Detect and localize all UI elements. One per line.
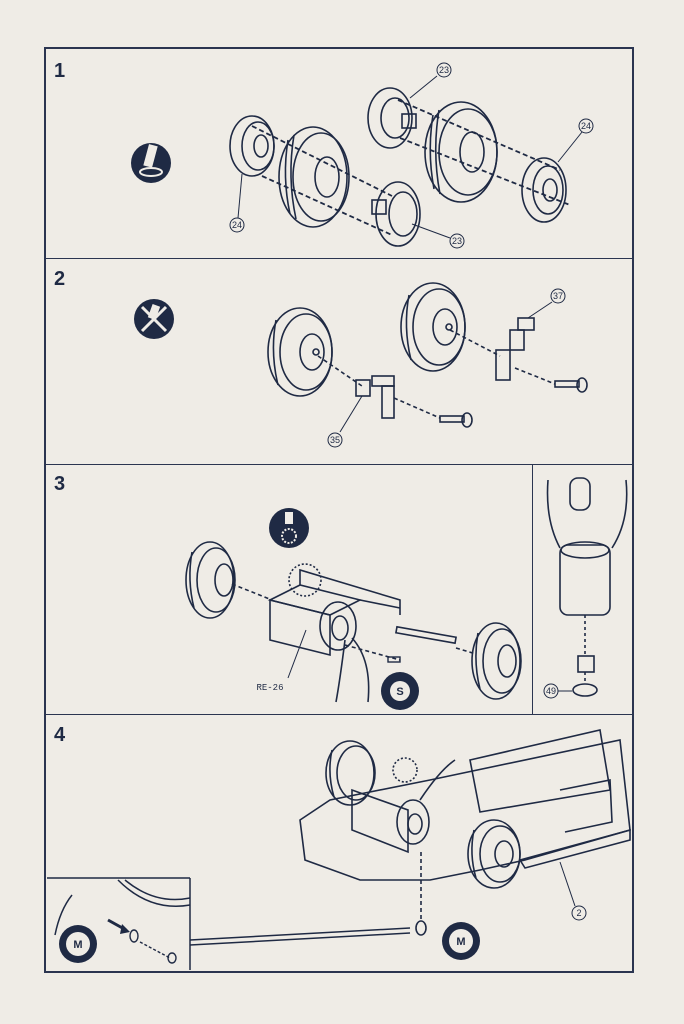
bracket-part-35 bbox=[355, 375, 395, 419]
svg-text:24: 24 bbox=[581, 121, 591, 131]
svg-text:2: 2 bbox=[576, 908, 581, 918]
wheel-assembly-left bbox=[267, 307, 333, 397]
step-number-2: 2 bbox=[54, 268, 66, 290]
part-label-24-left: 24 bbox=[229, 173, 245, 233]
wheel-step3-right bbox=[471, 622, 522, 700]
rim-part-24-right bbox=[521, 157, 567, 223]
axle-step3 bbox=[395, 625, 457, 645]
motor-label: RE-26 bbox=[256, 629, 307, 693]
wheel-step3-left bbox=[185, 541, 236, 619]
m-badge-left: M bbox=[59, 925, 97, 963]
screw-left bbox=[439, 412, 473, 428]
wheel-step4-rear bbox=[325, 740, 376, 806]
step-number-4: 4 bbox=[54, 724, 66, 746]
svg-text:23: 23 bbox=[452, 236, 462, 246]
part-label-37: 37 bbox=[527, 288, 566, 319]
car-chassis bbox=[299, 729, 631, 881]
part-label-23-top: 23 bbox=[409, 62, 452, 99]
svg-text:M: M bbox=[73, 939, 82, 951]
step4-detail-inset bbox=[47, 877, 411, 970]
svg-text:49: 49 bbox=[546, 686, 556, 696]
step3-assembly-lines bbox=[231, 583, 477, 661]
svg-text:23: 23 bbox=[439, 65, 449, 75]
m-badge-right: M bbox=[442, 922, 480, 960]
svg-text:RE-26: RE-26 bbox=[256, 683, 283, 693]
part-label-49: 49 bbox=[543, 683, 572, 699]
motor-chassis bbox=[267, 563, 401, 657]
instruction-frame bbox=[44, 47, 634, 973]
svg-text:35: 35 bbox=[330, 435, 340, 445]
no-glue-icon bbox=[134, 299, 174, 339]
divider-1-2 bbox=[46, 258, 632, 259]
hub-part-23-left bbox=[371, 181, 421, 247]
step1-assembly-lines bbox=[251, 99, 571, 236]
svg-text:M: M bbox=[456, 936, 465, 948]
svg-text:37: 37 bbox=[553, 291, 563, 301]
tire-left bbox=[278, 126, 350, 228]
part-label-35: 35 bbox=[327, 395, 363, 448]
s-badge: S bbox=[381, 672, 419, 710]
part-label-2: 2 bbox=[559, 861, 587, 921]
svg-text:S: S bbox=[396, 686, 403, 698]
divider-2-3 bbox=[46, 464, 632, 465]
part-label-24-right: 24 bbox=[557, 118, 594, 163]
wheel-step4-front bbox=[467, 819, 521, 889]
step-number-3: 3 bbox=[54, 473, 66, 495]
motor-wires bbox=[335, 637, 370, 703]
gear-insert-icon bbox=[269, 508, 309, 548]
step2-assembly-lines bbox=[317, 329, 556, 419]
divider-3-4 bbox=[46, 714, 632, 715]
rim-part-24-left bbox=[229, 115, 275, 177]
divider-step3-inset bbox=[532, 465, 533, 714]
screw-step3 bbox=[387, 656, 401, 663]
step-number-1: 1 bbox=[54, 60, 66, 82]
hub-part-23-right bbox=[367, 87, 417, 149]
motor-installed bbox=[351, 757, 456, 854]
bracket-part-37 bbox=[495, 317, 535, 381]
step4-screw-line bbox=[415, 852, 427, 936]
part-label-23-bottom: 23 bbox=[411, 223, 465, 249]
press-fit-icon bbox=[131, 143, 171, 183]
wheel-assembly-right bbox=[400, 282, 466, 372]
svg-text:24: 24 bbox=[232, 220, 242, 230]
arrow-icon bbox=[107, 918, 177, 964]
pinion-press-inset bbox=[546, 477, 628, 697]
